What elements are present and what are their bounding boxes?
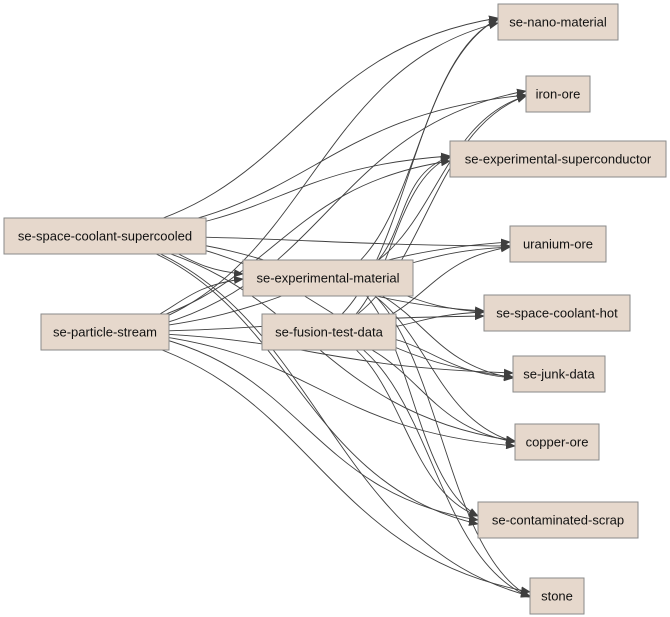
edge-experimental-material-to-stone bbox=[352, 277, 531, 598]
node-experimental-superconductor[interactable]: se-experimental-superconductor bbox=[449, 140, 667, 178]
edges-layer bbox=[95, 15, 531, 598]
node-label-particle-stream: se-particle-stream bbox=[53, 325, 157, 340]
node-particle-stream[interactable]: se-particle-stream bbox=[40, 313, 170, 351]
node-box-particle-stream bbox=[40, 313, 170, 351]
node-stone[interactable]: stone bbox=[529, 577, 585, 615]
node-experimental-material[interactable]: se-experimental-material bbox=[242, 259, 414, 297]
node-box-copper-ore bbox=[514, 423, 600, 461]
node-label-uranium-ore: uranium-ore bbox=[523, 237, 593, 252]
node-label-fusion-test-data: se-fusion-test-data bbox=[275, 325, 383, 340]
edge-experimental-material-to-contaminated-scrap bbox=[345, 277, 479, 517]
node-box-junk-data bbox=[512, 355, 606, 393]
node-box-iron-ore bbox=[525, 75, 591, 113]
node-box-coolant-hot bbox=[483, 294, 631, 332]
node-iron-ore[interactable]: iron-ore bbox=[525, 75, 591, 113]
node-box-uranium-ore bbox=[509, 225, 607, 263]
node-label-nano-material: se-nano-material bbox=[509, 15, 607, 30]
edge-fusion-test-data-to-iron-ore bbox=[325, 95, 527, 333]
edge-coolant-supercooled-to-nano-material bbox=[95, 15, 499, 237]
edge-fusion-test-data-to-nano-material bbox=[318, 18, 499, 333]
node-uranium-ore[interactable]: uranium-ore bbox=[509, 225, 607, 263]
node-label-coolant-hot: se-space-coolant-hot bbox=[496, 306, 618, 321]
node-junk-data[interactable]: se-junk-data bbox=[512, 355, 606, 393]
node-fusion-test-data[interactable]: se-fusion-test-data bbox=[261, 313, 397, 351]
node-nano-material[interactable]: se-nano-material bbox=[497, 3, 619, 41]
edge-particle-stream-to-contaminated-scrap bbox=[130, 331, 479, 523]
node-box-contaminated-scrap bbox=[477, 501, 639, 539]
node-label-copper-ore: copper-ore bbox=[526, 435, 589, 450]
node-box-experimental-material bbox=[242, 259, 414, 297]
node-label-stone: stone bbox=[541, 589, 573, 604]
nodes-layer: se-space-coolant-supercooled se-particle-… bbox=[3, 3, 667, 615]
node-label-coolant-supercooled: se-space-coolant-supercooled bbox=[18, 229, 192, 244]
node-box-experimental-superconductor bbox=[449, 140, 667, 178]
edge-fusion-test-data-to-contaminated-scrap bbox=[327, 331, 479, 517]
node-box-stone bbox=[529, 577, 585, 615]
edge-coolant-supercooled-to-stone bbox=[110, 235, 531, 598]
node-coolant-supercooled[interactable]: se-space-coolant-supercooled bbox=[3, 217, 207, 255]
node-coolant-hot[interactable]: se-space-coolant-hot bbox=[483, 294, 631, 332]
node-contaminated-scrap[interactable]: se-contaminated-scrap bbox=[477, 501, 639, 539]
node-label-experimental-superconductor: se-experimental-superconductor bbox=[465, 152, 652, 167]
node-copper-ore[interactable]: copper-ore bbox=[514, 423, 600, 461]
edge-coolant-supercooled-to-contaminated-scrap bbox=[103, 235, 479, 526]
node-label-junk-data: se-junk-data bbox=[523, 367, 595, 382]
node-label-contaminated-scrap: se-contaminated-scrap bbox=[492, 513, 624, 528]
node-label-iron-ore: iron-ore bbox=[536, 87, 581, 102]
edge-fusion-test-data-to-stone bbox=[334, 331, 531, 598]
edge-particle-stream-to-stone bbox=[97, 331, 531, 595]
edge-particle-stream-to-junk-data bbox=[116, 331, 514, 377]
node-box-nano-material bbox=[497, 3, 619, 41]
edge-particle-stream-to-iron-ore bbox=[128, 88, 527, 333]
node-label-experimental-material: se-experimental-material bbox=[256, 271, 399, 286]
node-box-fusion-test-data bbox=[261, 313, 397, 351]
node-box-coolant-supercooled bbox=[3, 217, 207, 255]
edge-particle-stream-to-copper-ore bbox=[123, 331, 516, 450]
